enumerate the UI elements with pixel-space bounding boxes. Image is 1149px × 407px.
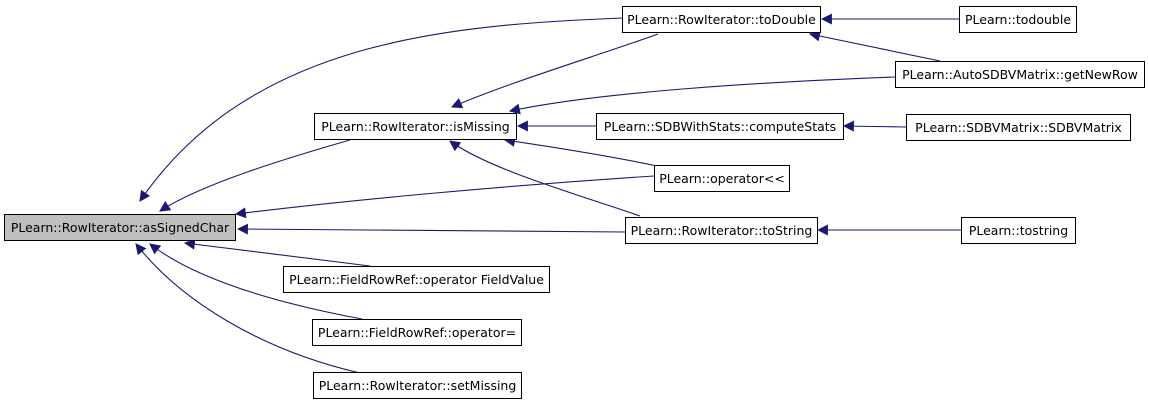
edge-sdbvmatrix-to-computestats bbox=[842, 120, 907, 132]
edge-setmissing-to-assignedchar bbox=[135, 243, 361, 374]
node-tostring[interactable]: PLearn::tostring bbox=[961, 217, 1076, 244]
node-todouble[interactable]: PLearn::todouble bbox=[959, 6, 1077, 33]
edge-fieldvalue-to-assignedchar bbox=[183, 238, 371, 267]
node-setmissing[interactable]: PLearn::RowIterator::setMissing bbox=[313, 372, 522, 399]
edge-todouble-to-assignedchar bbox=[139, 17, 623, 202]
node-operator-shift[interactable]: PLearn::operator<< bbox=[654, 165, 790, 192]
node-fieldvalue[interactable]: PLearn::FieldRowRef::operator FieldValue bbox=[283, 266, 550, 293]
node-sdbvmatrix[interactable]: PLearn::SDBVMatrix::SDBVMatrix bbox=[906, 114, 1131, 141]
node-tostring-method[interactable]: PLearn::RowIterator::toString bbox=[625, 217, 818, 244]
edge-getnewrow-to-todouble bbox=[808, 30, 941, 62]
edge-todouble-to-ismissing bbox=[450, 33, 659, 109]
edge-tostring-method-to-assignedchar bbox=[236, 223, 626, 235]
edge-operatorshift-to-ismissing bbox=[503, 135, 668, 169]
edge-operatorshift-to-assignedchar bbox=[234, 175, 655, 219]
edge-ismissing-to-assignedchar bbox=[159, 139, 351, 212]
edge-tostring-method-to-ismissing bbox=[449, 140, 641, 217]
node-computestats[interactable]: PLearn::SDBWithStats::computeStats bbox=[596, 113, 844, 140]
edge-getnewrow-to-ismissing bbox=[508, 76, 896, 115]
edge-operatorassign-to-assignedchar bbox=[149, 243, 363, 320]
node-ismissing[interactable]: PLearn::RowIterator::isMissing bbox=[314, 113, 517, 140]
node-getnewrow[interactable]: PLearn::AutoSDBVMatrix::getNewRow bbox=[895, 61, 1145, 88]
node-assignedchar[interactable]: PLearn::RowIterator::asSignedChar bbox=[4, 214, 236, 241]
node-operator-assign[interactable]: PLearn::FieldRowRef::operator= bbox=[312, 319, 522, 346]
node-todouble-method[interactable]: PLearn::RowIterator::toDouble bbox=[622, 6, 821, 33]
